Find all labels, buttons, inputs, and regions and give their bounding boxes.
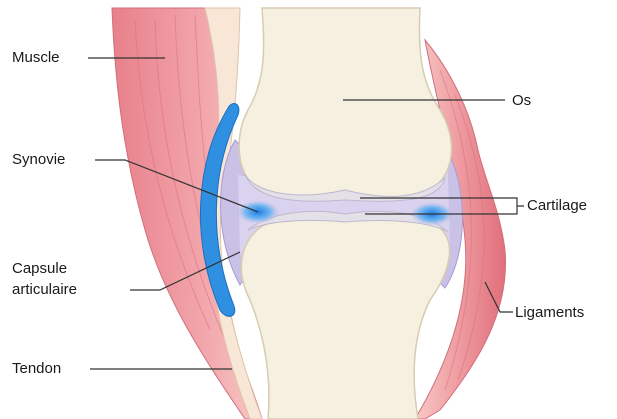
label-ligaments: Ligaments [515, 303, 584, 322]
label-capsule-line1: Capsule [12, 259, 67, 278]
label-muscle: Muscle [12, 48, 60, 67]
label-synovie: Synovie [12, 150, 65, 169]
upper-bone [239, 8, 451, 198]
label-cartilage: Cartilage [527, 196, 587, 215]
lower-bone [241, 215, 449, 419]
label-os: Os [512, 91, 531, 110]
label-tendon: Tendon [12, 359, 61, 378]
label-capsule-line2: articulaire [12, 280, 77, 299]
